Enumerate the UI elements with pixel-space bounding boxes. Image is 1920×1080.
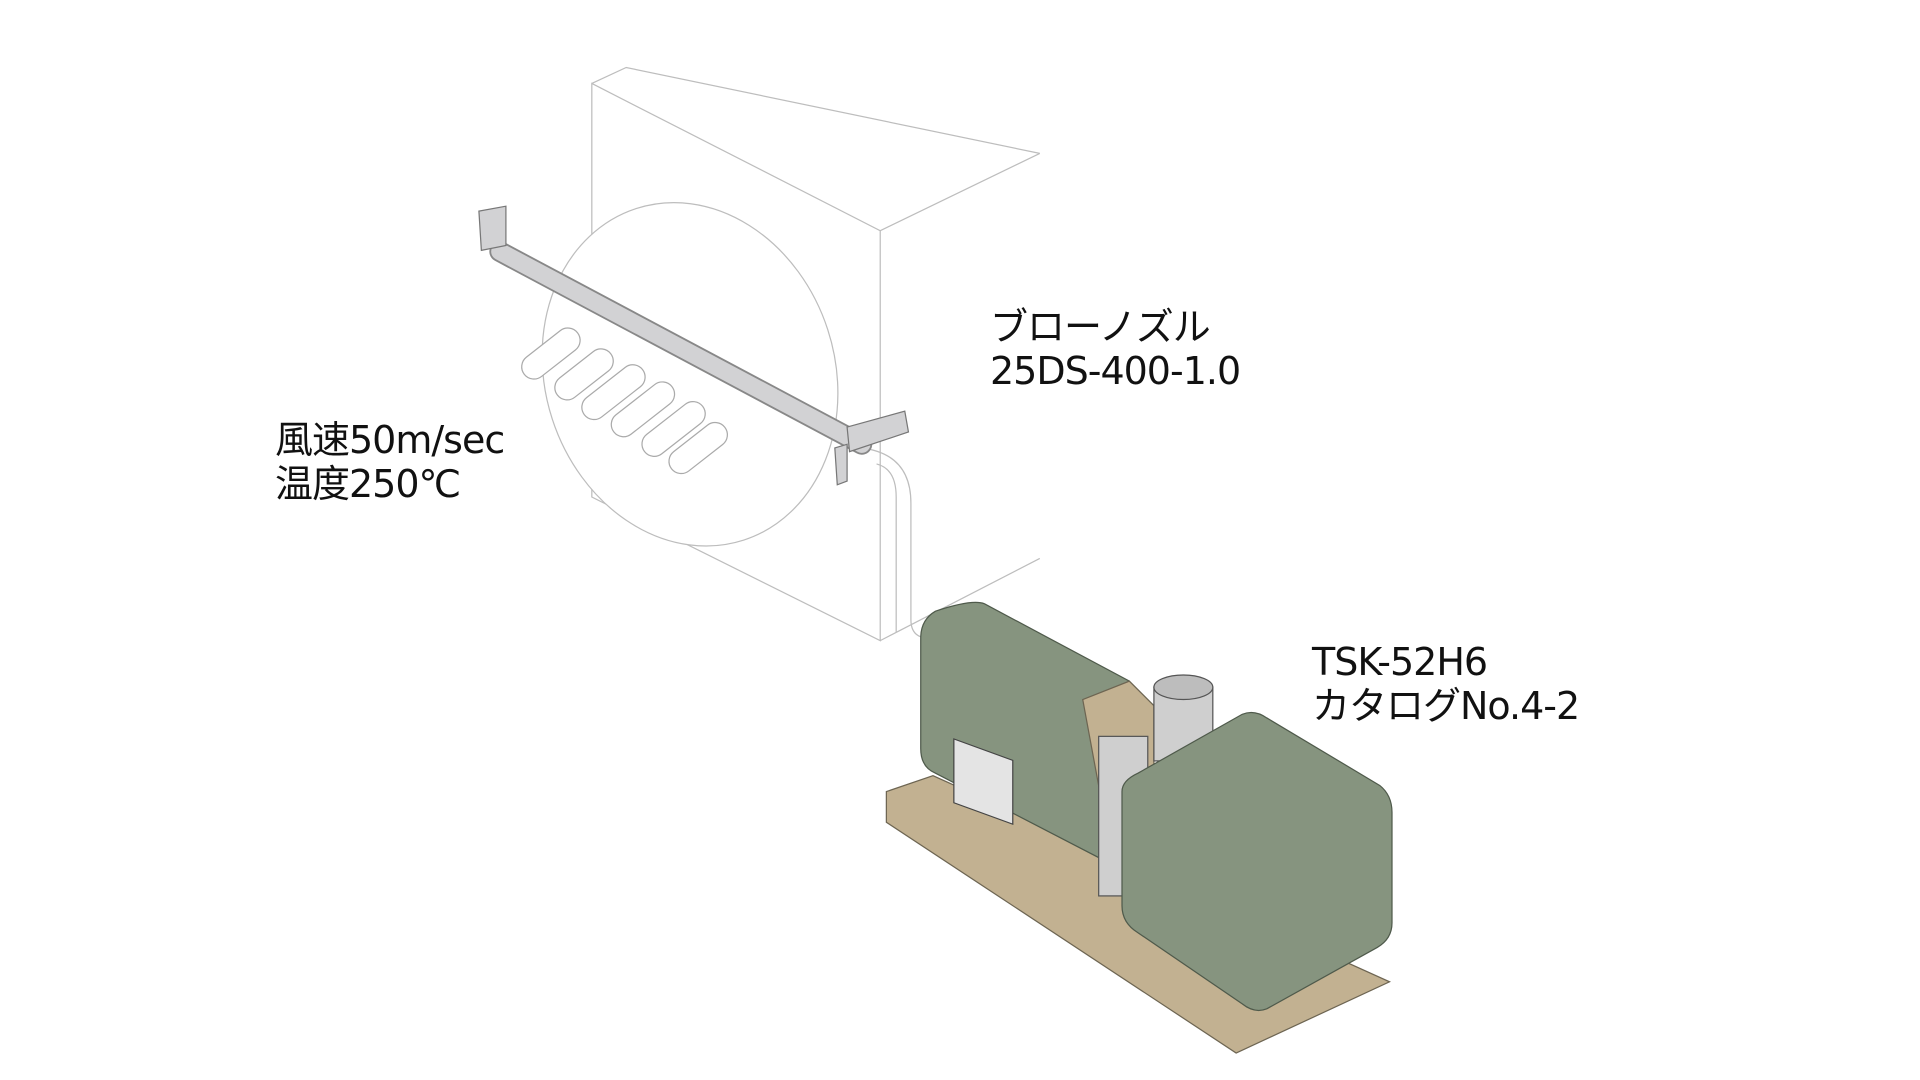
duct-circle-plate: [541, 202, 839, 547]
blow-nozzle: [478, 205, 910, 486]
temperature: 温度250℃: [275, 462, 461, 506]
blower-unit: [1121, 711, 1393, 1012]
conditions-label: 風速50m/sec 温度250℃: [275, 418, 505, 506]
wind-speed: 風速50m/sec: [275, 418, 505, 462]
blower-label: TSK-52H6 カタログNo.4-2: [1312, 640, 1580, 728]
control-panel: [953, 738, 1014, 826]
nozzle-label: ブローノズル 25DS-400-1.0: [990, 305, 1241, 393]
nozzle-model: 25DS-400-1.0: [990, 349, 1241, 393]
nozzle-name: ブローノズル: [990, 305, 1211, 349]
blower-catalog: カタログNo.4-2: [1312, 684, 1580, 728]
outlet-pipes: [521, 327, 728, 475]
blower-model: TSK-52H6: [1312, 640, 1488, 684]
air-hose: [861, 447, 930, 639]
